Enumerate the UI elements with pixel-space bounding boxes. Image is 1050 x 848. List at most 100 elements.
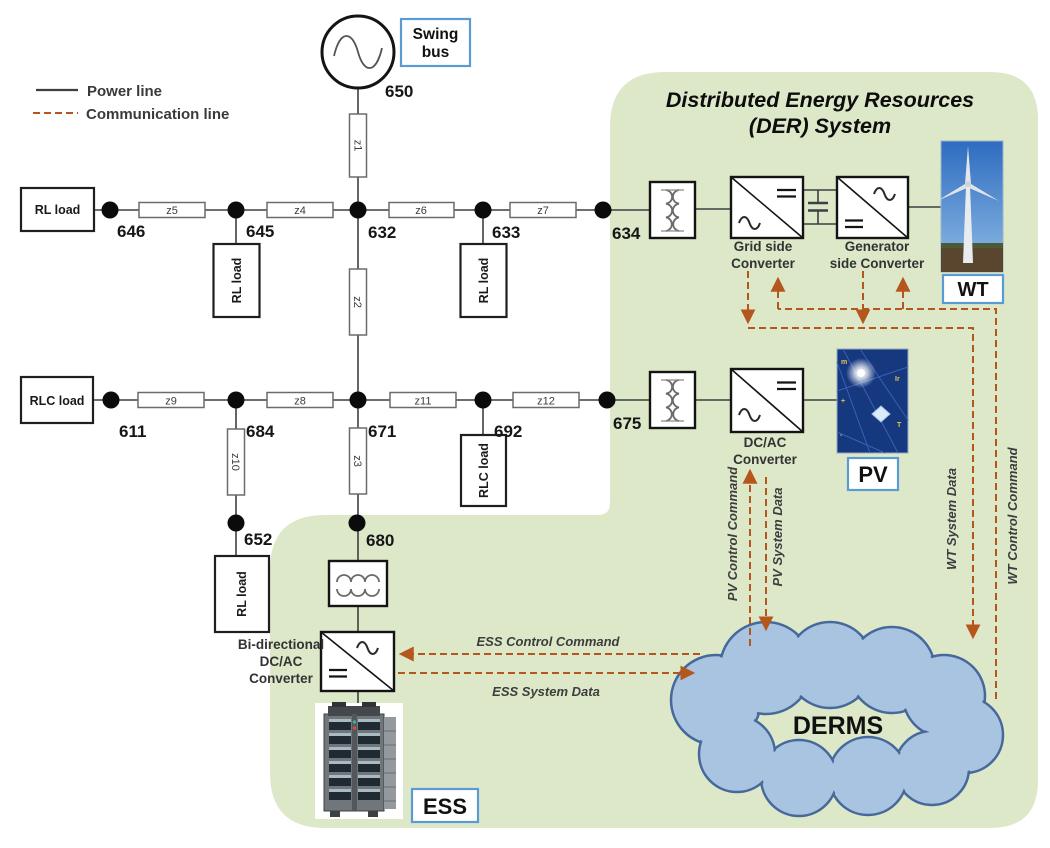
grid-side-converter-label2: Converter <box>731 256 796 271</box>
ess-label-box <box>410 787 480 824</box>
bus-nodes <box>101 201 616 532</box>
impedance-z11 <box>389 391 457 409</box>
turbine-blade-up <box>965 146 971 184</box>
ess-battery-image <box>315 702 403 819</box>
bus-label-692: 692 <box>494 422 522 441</box>
turbine-blade-right <box>967 181 999 201</box>
swing-bus-label-line2: bus <box>422 44 450 61</box>
bus-node-611 <box>102 391 120 409</box>
communication-lines <box>398 271 997 699</box>
load-rl-633 <box>459 242 508 319</box>
legend-power-line-label: Power line <box>87 83 162 100</box>
turbine-hub <box>965 181 971 187</box>
pv-label: PV <box>858 462 888 487</box>
dc-ac-converter <box>729 367 805 434</box>
impedance-z6 <box>388 201 455 219</box>
swing-bus-generator: Swing bus <box>320 14 472 90</box>
bus-label-646: 646 <box>117 222 145 241</box>
bus-labels: 650 646 645 632 633 634 611 684 671 692 … <box>117 82 641 550</box>
dc-symbol <box>777 381 796 391</box>
bus-label-680: 680 <box>366 531 394 550</box>
ess-label: ESS <box>423 794 467 819</box>
impedance-z12 <box>512 391 580 409</box>
wt-label: WT <box>957 279 988 301</box>
panel-highlight <box>871 405 891 423</box>
turbine-tower <box>963 186 973 263</box>
der-title-line2: (DER) System <box>749 114 891 138</box>
impedance-z1-label: z1 <box>352 140 364 152</box>
ess-control-command-label: ESS Control Command <box>476 634 620 649</box>
load-rl-646-label: RL load <box>35 203 81 217</box>
load-rl-652-label: RL load <box>235 571 249 617</box>
wt-control-command-line <box>778 308 997 699</box>
legend-communication-line-label: Communication line <box>86 106 229 123</box>
bus-label-675: 675 <box>613 414 641 433</box>
bus-node-692 <box>474 391 492 409</box>
impedance-z8 <box>266 391 334 409</box>
bus-node-675 <box>598 391 616 409</box>
load-rl-652 <box>213 554 271 634</box>
pv-mark-t: T <box>897 422 902 429</box>
wt-system-data-line <box>748 327 981 640</box>
dc-ac-converter-label1: DC/AC <box>744 435 787 450</box>
ac-symbol <box>873 187 896 201</box>
wt-system-data-label: WT System Data <box>944 468 959 570</box>
bus-label-652: 652 <box>244 530 272 549</box>
pv-label-box <box>846 456 900 492</box>
impedance-z6-label: z6 <box>415 205 427 217</box>
impedance-z4 <box>266 201 334 219</box>
pv-mark-plus: + <box>841 398 845 405</box>
bus-label-633: 633 <box>492 223 520 242</box>
transformer-634 <box>648 180 697 240</box>
dc-link-capacitor <box>803 189 837 225</box>
generator-side-converter-label2: side Converter <box>830 256 925 271</box>
bus-label-634: 634 <box>612 224 641 243</box>
load-rl-645-label: RL load <box>230 258 244 304</box>
derms-cloud: DERMS <box>669 620 1005 818</box>
transformer-ess <box>327 559 389 608</box>
bidirectional-converter <box>319 630 396 693</box>
generator-side-converter <box>835 175 910 240</box>
ac-symbol <box>738 408 761 422</box>
ac-symbol <box>356 641 379 655</box>
bidirectional-converter-label1: Bi-directional <box>238 637 324 652</box>
sine-wave-icon <box>333 35 383 69</box>
impedance-z9 <box>137 391 205 409</box>
bus-node-634 <box>594 201 612 219</box>
dc-symbol <box>329 668 347 678</box>
bus-label-611: 611 <box>119 422 146 441</box>
load-rlc-692-label: RLC load <box>477 443 491 498</box>
swing-bus-label-line1: Swing <box>413 26 459 43</box>
pv-control-command-label: PV Control Command <box>725 466 740 601</box>
bus-node-684 <box>227 391 245 409</box>
bus-label-684: 684 <box>246 422 275 441</box>
swing-bus-box <box>399 17 472 68</box>
load-rl-645 <box>212 242 261 319</box>
transformer-675 <box>648 370 697 430</box>
bus-label-650: 650 <box>385 82 413 101</box>
ess-system-data-label: ESS System Data <box>492 684 600 699</box>
battery-cells <box>329 719 380 800</box>
generator-side-converter-label1: Generator <box>845 239 910 254</box>
impedance-z4-label: z4 <box>294 205 306 217</box>
wt-control-command-label: WT Control Command <box>1005 446 1020 584</box>
bus-label-671: 671 <box>368 422 396 441</box>
dc-ac-converter-label2: Converter <box>733 452 798 467</box>
impedance-z9-label: z9 <box>165 396 177 408</box>
legend: Power line Communication line <box>33 83 229 123</box>
impedance-z12-label: z12 <box>537 396 555 408</box>
bus-node-671 <box>349 391 367 409</box>
bus-label-632: 632 <box>368 223 396 242</box>
impedances: z5 z4 z6 z7 z9 z8 z11 z12 z1 z2 z3 z10 <box>137 113 580 496</box>
grid-side-converter-label1: Grid side <box>734 239 793 254</box>
load-rlc-611 <box>19 375 95 425</box>
pv-mark-m: m <box>841 359 847 366</box>
load-rlc-692 <box>459 433 508 508</box>
grid-side-converter <box>729 175 805 240</box>
impedance-z3-label: z3 <box>351 455 363 467</box>
pv-mark-ir: Ir <box>895 376 900 383</box>
der-title-line1: Distributed Energy Resources <box>666 88 974 112</box>
dc-symbol <box>777 188 796 198</box>
turbine-blade-left <box>937 181 969 201</box>
